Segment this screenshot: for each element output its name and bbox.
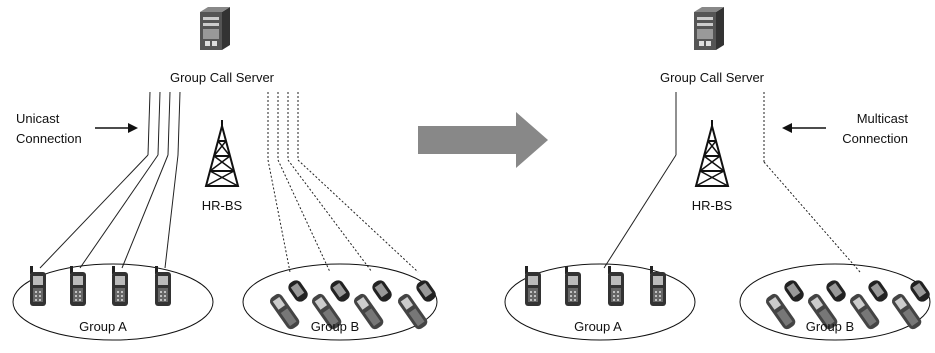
bar-phone-icon xyxy=(30,266,46,306)
big-arrow-icon xyxy=(418,112,548,168)
right-panel: Group Call Server Multicast Connection H… xyxy=(504,7,933,341)
flip-phone-icon xyxy=(890,277,933,332)
left-panel: Group Call Server Unicast Connection xyxy=(12,7,439,341)
flip-phone-icon xyxy=(396,277,439,332)
left-pointer-arrow xyxy=(95,123,138,133)
right-tower-label: HR-BS xyxy=(692,198,733,213)
bar-phone-icon xyxy=(565,266,581,306)
left-tower-label: HR-BS xyxy=(202,198,243,213)
right-server-label: Group Call Server xyxy=(660,70,765,85)
right-pointer-arrow xyxy=(782,123,826,133)
left-group-b-ellipse xyxy=(242,263,438,341)
bar-phone-icon xyxy=(650,266,666,306)
right-group-b-ellipse xyxy=(739,263,931,341)
left-connection-label-1: Unicast xyxy=(16,111,60,126)
bar-phone-icon xyxy=(70,266,86,306)
unicast-lines xyxy=(39,91,181,269)
unicast-dashed-lines xyxy=(267,92,419,273)
right-group-a-ellipse xyxy=(504,263,696,341)
right-connection-label-1: Multicast xyxy=(857,111,909,126)
right-group-a-label: Group A xyxy=(574,319,622,334)
radio-tower-icon xyxy=(205,119,239,187)
server-icon xyxy=(694,7,724,50)
flip-phone-icon xyxy=(268,277,311,332)
right-connection-label-2: Connection xyxy=(842,131,908,146)
radio-tower-icon xyxy=(695,119,729,187)
left-connection-label-2: Connection xyxy=(16,131,82,146)
bar-phone-icon xyxy=(525,266,541,306)
server-icon xyxy=(200,7,230,50)
left-group-a-label: Group A xyxy=(79,319,127,334)
bar-phone-icon xyxy=(112,266,128,306)
bar-phone-icon xyxy=(608,266,624,306)
left-server-label: Group Call Server xyxy=(170,70,275,85)
flip-phone-icon xyxy=(848,277,891,332)
right-group-b-label: Group B xyxy=(806,319,854,334)
flip-phone-icon xyxy=(764,277,807,332)
bar-phone-icon xyxy=(155,266,171,306)
left-group-a-ellipse xyxy=(12,263,214,341)
left-group-b-label: Group B xyxy=(311,319,359,334)
multicast-lines xyxy=(603,92,861,273)
